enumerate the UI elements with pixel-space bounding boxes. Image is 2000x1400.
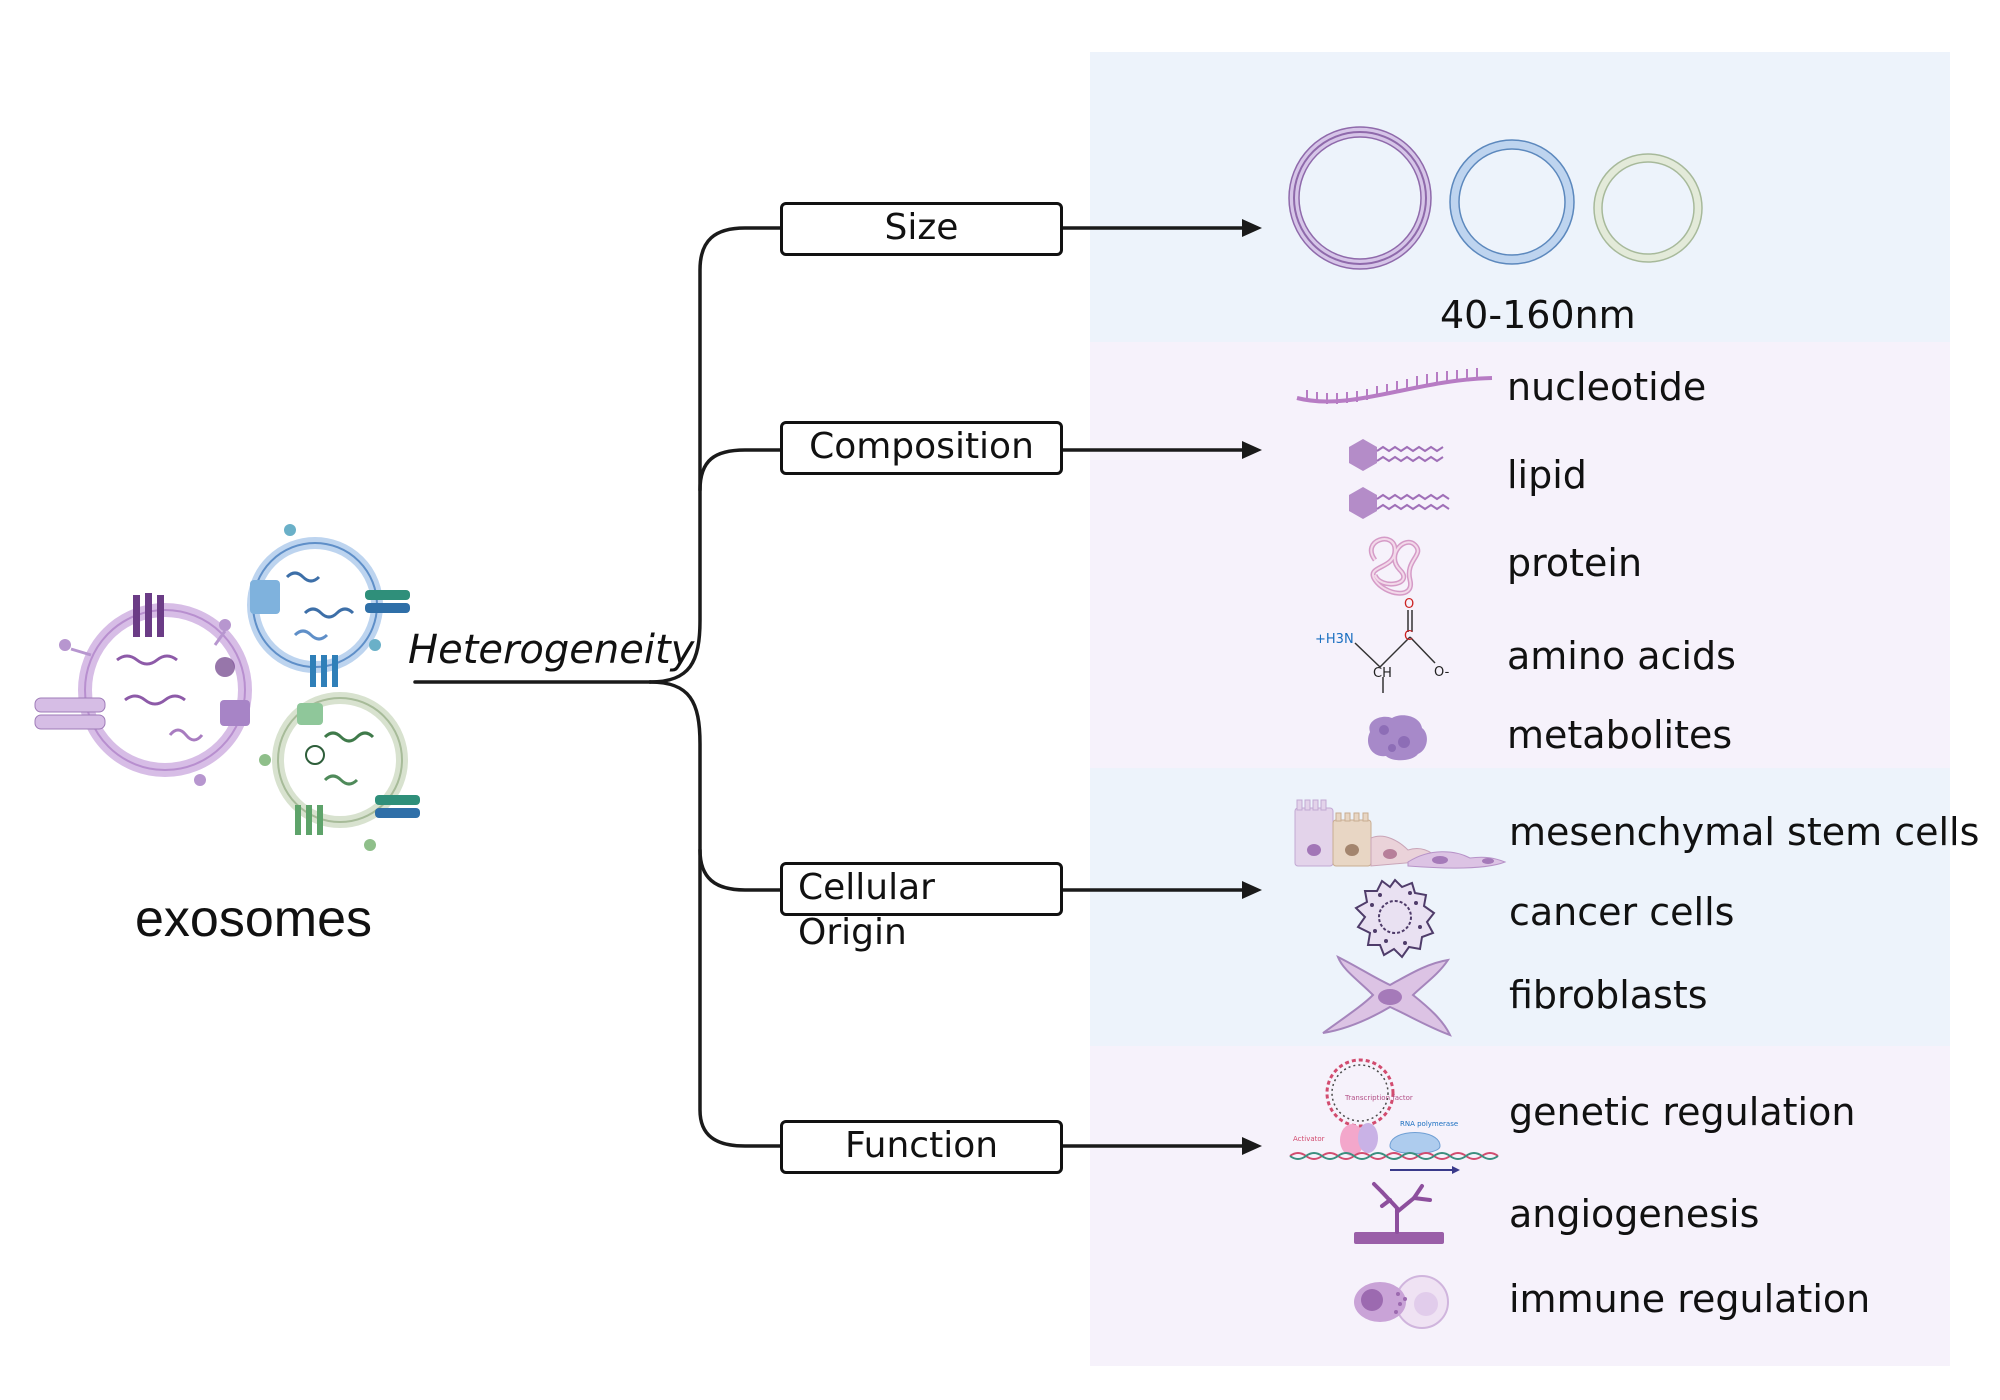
size-box[interactable]: Size [780,202,1063,256]
origin-item-cancer-cells: cancer cells [1509,890,1735,934]
cellular-origin-label-line2: Origin [798,912,907,953]
exosomes-label: exosomes [135,890,372,948]
function-item-angiogenesis: angiogenesis [1509,1192,1760,1236]
immune-regulation-icon [1354,1275,1449,1329]
ch-text: CH [1373,666,1392,681]
cancer-cell-icon [1354,878,1436,959]
composition-box[interactable]: Composition [780,421,1063,475]
transcription-factor-text: Transcription factor [1344,1094,1413,1102]
mesenchymal-stem-cells-icon [1294,799,1507,869]
carbonyl-o-text: O [1404,597,1414,612]
composition-panel [1090,342,1950,768]
lipid-icon [1349,439,1450,519]
rna-polymerase-text: RNA polymerase [1400,1120,1458,1128]
origin-item-mesenchymal-stem-cells: mesenchymal stem cells [1509,810,1980,854]
composition-item-lipid: lipid [1507,453,1587,497]
origin-item-fibroblasts: fibroblasts [1509,973,1708,1017]
nucleotide-icon [1296,368,1493,404]
activator-text: Activator [1293,1135,1325,1143]
origin-panel [1090,768,1950,1046]
cellular-origin-label-line1: Cellular [798,867,935,908]
fibroblast-icon [1322,954,1452,1037]
cellular-origin-box[interactable] [780,862,1063,916]
angiogenesis-icon [1354,1182,1444,1244]
composition-item-protein: protein [1507,541,1643,585]
exosomes-illustration [34,524,420,851]
size-label: Size [884,207,959,248]
composition-item-nucleotide: nucleotide [1507,365,1707,409]
function-item-immune-regulation: immune regulation [1509,1277,1871,1321]
metabolites-icon [1367,715,1427,761]
function-box[interactable]: Function [780,1120,1063,1174]
heterogeneity-label: Heterogeneity [408,627,695,673]
size-panel [1090,52,1950,342]
amine-text: +H3N [1315,632,1354,647]
composition-item-amino-acids: amino acids [1507,634,1736,678]
function-label: Function [844,1125,999,1166]
size-circles [1288,126,1703,270]
protein-icon [1368,536,1421,596]
carboxyl-c-text: C [1404,629,1413,644]
composition-item-metabolites: metabolites [1507,713,1733,757]
function-panel [1090,1046,1950,1366]
oxide-text: O- [1434,665,1450,680]
composition-label: Composition [809,426,1034,467]
genetic-regulation-icon: Transcription factor Activator RNA polym… [1289,1058,1499,1174]
amino-acid-icon: +H3N CH C O O- [1315,597,1450,693]
function-item-genetic-regulation: genetic regulation [1509,1090,1856,1134]
size-range-label: 40-160nm [1440,293,1636,337]
